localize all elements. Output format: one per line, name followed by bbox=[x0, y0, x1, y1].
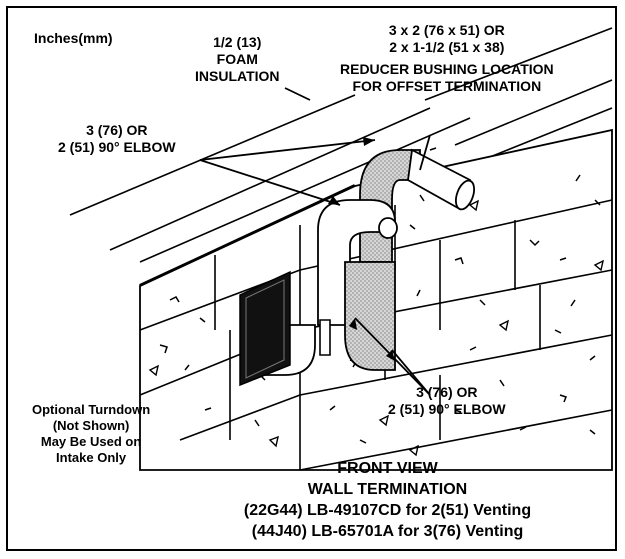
lower-elbow-line-1: 3 (76) OR bbox=[416, 384, 478, 400]
optional-turndown-note: Optional Turndown (Not Shown) May Be Use… bbox=[32, 402, 150, 466]
upper-elbow-line-1: 3 (76) OR bbox=[86, 122, 148, 138]
upper-elbow-label: 3 (76) OR 2 (51) 90° ELBOW bbox=[58, 122, 176, 156]
figure-caption: FRONT VIEW WALL TERMINATION (22G44) LB-4… bbox=[0, 458, 625, 542]
caption-line-2: WALL TERMINATION bbox=[307, 481, 468, 498]
middle-intake-pipe bbox=[317, 199, 398, 326]
turndown-line-4: Intake Only bbox=[56, 450, 127, 465]
caption-line-3: (22G44) LB-49107CD for 2(51) Venting bbox=[243, 502, 532, 519]
siding-lines bbox=[69, 27, 613, 263]
arrowheads bbox=[328, 137, 395, 361]
caption-line-1: FRONT VIEW bbox=[337, 460, 438, 477]
turndown-line-1: Optional Turndown bbox=[32, 402, 151, 417]
foam-line-3: INSULATION bbox=[195, 68, 280, 84]
turndown-line-3: May Be Used on bbox=[40, 434, 142, 449]
reducer-line-1: 3 x 2 (76 x 51) OR bbox=[388, 22, 505, 38]
reducer-line-2: 2 x 1-1/2 (51 x 38) bbox=[389, 39, 505, 55]
caption-line-4: (44J40) LB-65701A for 3(76) Venting bbox=[251, 523, 524, 540]
foam-line-2: FOAM bbox=[216, 51, 258, 67]
lower-elbow-label: 3 (76) OR 2 (51) 90° ELBOW bbox=[388, 384, 506, 418]
reducer-bushing-label: 3 x 2 (76 x 51) OR 2 x 1-1/2 (51 x 38) R… bbox=[340, 22, 554, 95]
turndown-line-2: (Not Shown) bbox=[52, 418, 130, 433]
units-label: Inches(mm) bbox=[34, 30, 113, 46]
reducer-line-3: REDUCER BUSHING LOCATION bbox=[340, 61, 554, 77]
diagram-border bbox=[6, 6, 617, 551]
lower-elbow-line-2: 2 (51) 90° ELBOW bbox=[388, 401, 506, 417]
upper-elbow-line-2: 2 (51) 90° ELBOW bbox=[58, 139, 176, 155]
block-joints bbox=[139, 199, 613, 471]
foam-line-1: 1/2 (13) bbox=[213, 34, 262, 50]
mounting-plate bbox=[239, 270, 291, 387]
foam-insulation-label: 1/2 (13) FOAM INSULATION bbox=[195, 34, 280, 85]
lower-stippled-elbow bbox=[344, 261, 396, 371]
reducer-line-4: FOR OFFSET TERMINATION bbox=[352, 78, 542, 94]
